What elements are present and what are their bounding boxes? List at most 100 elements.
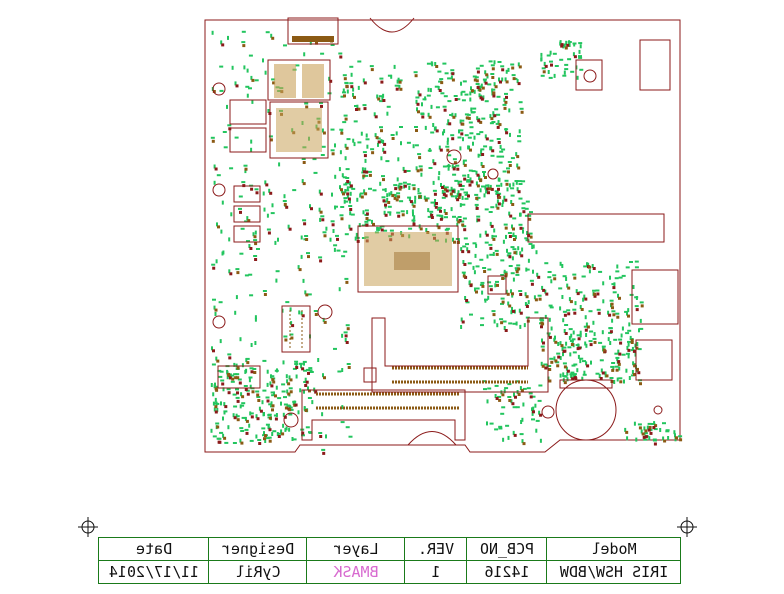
component-pad — [513, 433, 517, 437]
silkscreen-mark — [501, 148, 506, 151]
component-pad — [541, 322, 545, 326]
silkscreen-mark — [249, 367, 254, 370]
silkscreen-mark — [484, 298, 488, 301]
silkscreen-mark — [219, 339, 222, 344]
silkscreen-mark — [393, 184, 398, 187]
silkscreen-mark — [414, 199, 417, 204]
silkscreen-mark — [494, 283, 497, 288]
silkscreen-mark — [365, 138, 370, 141]
silkscreen-mark — [298, 310, 301, 315]
silkscreen-mark — [515, 250, 518, 255]
silkscreen-mark — [339, 214, 344, 217]
silkscreen-mark — [213, 305, 216, 310]
component-pad — [440, 81, 444, 85]
component-pad — [520, 254, 524, 258]
silkscreen-mark — [281, 390, 286, 393]
component-pad — [617, 362, 621, 366]
silkscreen-mark — [343, 197, 348, 200]
silkscreen-mark — [282, 360, 285, 365]
silkscreen-mark — [469, 132, 474, 135]
component-pad — [544, 64, 548, 68]
component-pad — [545, 292, 549, 296]
silkscreen-mark — [570, 371, 575, 374]
silkscreen-mark — [516, 264, 521, 267]
component-pad — [573, 311, 577, 315]
silkscreen-mark — [526, 231, 529, 235]
silkscreen-mark — [402, 181, 407, 184]
component-pad — [675, 436, 678, 440]
silkscreen-mark — [307, 397, 312, 399]
silkscreen-mark — [632, 361, 635, 366]
date-value: 11/17/2014 — [98, 560, 209, 584]
silkscreen-mark — [481, 117, 486, 120]
silkscreen-mark — [598, 341, 603, 344]
silkscreen-mark — [239, 438, 242, 443]
silkscreen-mark — [472, 242, 477, 245]
silkscreen-mark — [342, 121, 347, 124]
component-pad — [345, 341, 349, 344]
component-pad — [563, 381, 567, 385]
silkscreen-mark — [321, 448, 326, 451]
silkscreen-mark — [579, 68, 584, 71]
silkscreen-mark — [626, 311, 628, 316]
component-pad — [346, 180, 350, 183]
silkscreen-mark — [438, 80, 443, 83]
silkscreen-mark — [226, 375, 229, 380]
component-pad — [491, 149, 495, 153]
silkscreen-mark — [437, 70, 442, 73]
silkscreen-mark — [571, 338, 576, 341]
component-pad — [487, 191, 490, 195]
component-pad — [498, 398, 502, 402]
silkscreen-mark — [559, 373, 562, 378]
silkscreen-mark — [454, 179, 459, 182]
silkscreen-mark — [241, 363, 244, 368]
component-pad — [501, 277, 505, 280]
silkscreen-mark — [267, 109, 270, 113]
component-pad — [544, 366, 548, 370]
silkscreen-mark — [348, 181, 351, 186]
silkscreen-mark — [390, 74, 393, 79]
silkscreen-mark — [499, 318, 504, 321]
silkscreen-mark — [503, 223, 508, 226]
silkscreen-mark — [646, 425, 649, 430]
component-pad — [403, 184, 407, 188]
silkscreen-mark — [338, 52, 343, 55]
silkscreen-mark — [240, 392, 243, 397]
component-pad — [221, 382, 225, 386]
silkscreen-mark — [413, 215, 416, 220]
silkscreen-mark — [297, 410, 300, 415]
component-pad — [257, 399, 261, 402]
component-pad — [418, 195, 422, 199]
silkscreen-mark — [267, 425, 270, 430]
silkscreen-mark — [494, 108, 499, 111]
silkscreen-mark — [565, 277, 568, 281]
silkscreen-mark — [450, 195, 455, 198]
silkscreen-mark — [549, 50, 552, 55]
silkscreen-mark — [212, 401, 215, 406]
silkscreen-mark — [243, 65, 246, 70]
silkscreen-mark — [514, 267, 519, 270]
component-pad — [274, 394, 277, 398]
silkscreen-mark — [338, 167, 341, 172]
component-pad — [504, 198, 508, 202]
silkscreen-mark — [462, 245, 467, 248]
silkscreen-mark — [411, 201, 414, 206]
silkscreen-mark — [479, 188, 482, 193]
silkscreen-mark — [230, 380, 235, 383]
silkscreen-mark — [240, 404, 245, 407]
silkscreen-mark — [239, 252, 244, 255]
connector-right-mid — [631, 269, 679, 325]
silkscreen-mark — [223, 410, 226, 415]
silkscreen-mark — [561, 264, 564, 268]
silkscreen-mark — [374, 133, 377, 138]
component-pad — [542, 341, 545, 345]
component-pad — [636, 367, 639, 371]
silkscreen-mark — [537, 294, 542, 297]
silkscreen-mark — [312, 158, 317, 161]
component-pad — [340, 217, 344, 221]
component-pad — [319, 435, 323, 438]
silkscreen-mark — [467, 145, 470, 150]
silkscreen-mark — [268, 135, 273, 138]
silkscreen-mark — [441, 215, 444, 220]
silkscreen-mark — [575, 344, 580, 347]
